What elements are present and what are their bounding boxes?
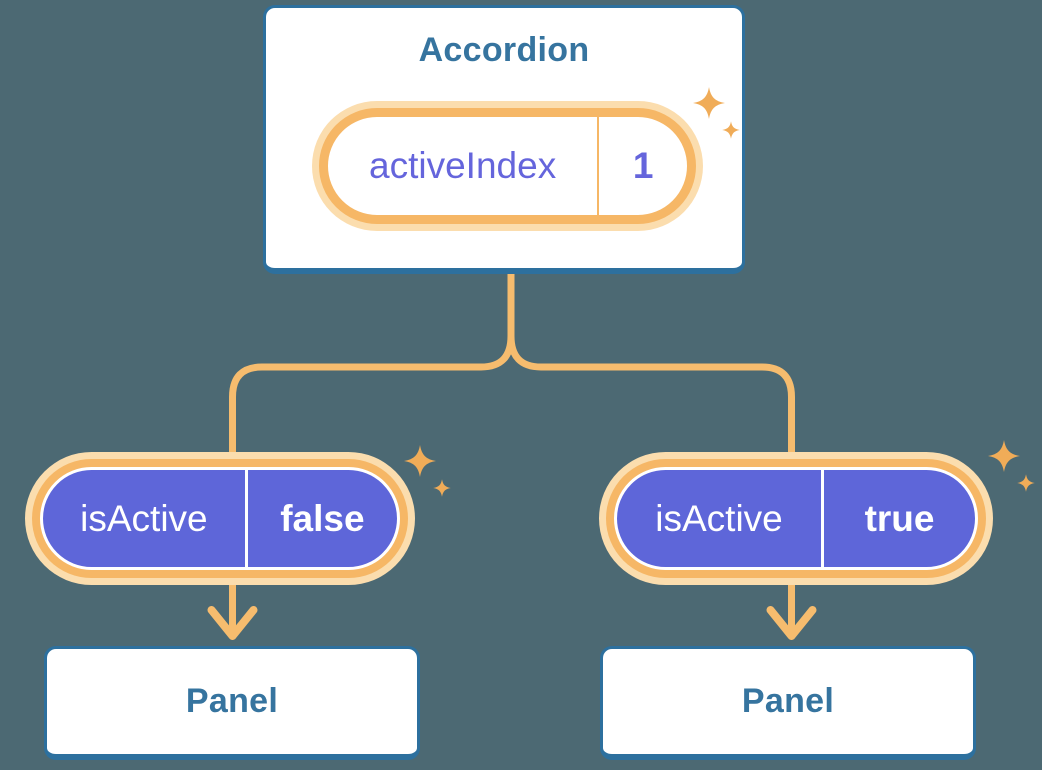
- prop-pill-isactive-right: isActive true: [614, 467, 978, 570]
- accordion-node: Accordion activeIndex 1: [263, 5, 745, 274]
- prop-name: isActive: [655, 497, 783, 539]
- prop-pill-isactive-left: isActive false: [40, 467, 400, 570]
- panel-title: Panel: [185, 682, 279, 720]
- sparkle-icon-large: [988, 440, 1020, 472]
- panel-node-left: Panel: [44, 646, 420, 760]
- sparkle-icon-large: [693, 87, 725, 119]
- prop-name: isActive: [80, 497, 208, 539]
- panel-title: Panel: [741, 682, 835, 720]
- state-name: activeIndex: [369, 145, 557, 186]
- prop-value: false: [280, 497, 365, 539]
- state-pill-activeindex: activeIndex 1: [319, 108, 696, 224]
- panel-node-right: Panel: [600, 646, 976, 760]
- pill-divider: [244, 470, 248, 567]
- arrow-down-icon: [766, 606, 817, 640]
- connector-right-branch: [507, 258, 795, 640]
- sparkle-icon-large: [404, 445, 436, 477]
- sparkle-icon-small: [433, 479, 451, 497]
- sparkles-icon: [693, 87, 740, 139]
- prop-value: true: [864, 497, 935, 539]
- sparkle-icon-small: [722, 121, 740, 139]
- sparkles-icon: [404, 445, 451, 497]
- state-value: 1: [632, 145, 654, 186]
- sparkles-icon: [988, 440, 1035, 492]
- pill-divider: [597, 117, 600, 215]
- connector-left-branch: [229, 258, 515, 640]
- sparkle-icon-small: [1017, 474, 1035, 492]
- pill-divider: [821, 470, 825, 567]
- accordion-title: Accordion: [418, 31, 590, 69]
- arrow-down-icon: [207, 606, 258, 640]
